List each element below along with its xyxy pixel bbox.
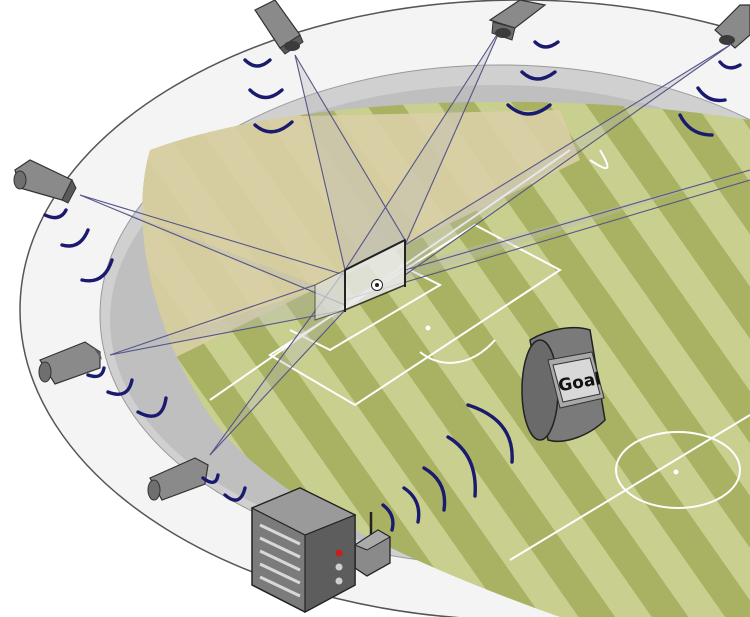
security-camera-icon	[488, 0, 547, 41]
beam-cone-3	[405, 45, 730, 270]
camera-left-lower	[147, 457, 209, 501]
camera-beams	[79, 29, 750, 456]
goal-frame	[314, 238, 406, 321]
camera-top-right	[714, 4, 750, 49]
security-camera-icon	[147, 457, 209, 501]
camera-top-left	[254, 0, 304, 55]
soccer-ball-icon	[371, 279, 383, 291]
security-camera-icon	[714, 4, 750, 49]
beam-cone-4	[345, 170, 750, 300]
camera-left-upper	[13, 159, 77, 204]
referee-watch: Goal	[521, 326, 606, 442]
camera-signal-waves	[43, 40, 742, 502]
security-camera-icon	[254, 0, 304, 55]
wristwatch-icon: Goal	[521, 326, 606, 442]
radio-transmitter-icon	[250, 487, 392, 614]
base-station	[250, 487, 392, 614]
camera-view-shadow	[142, 110, 580, 360]
beam-cone-1	[295, 55, 405, 270]
camera-left-middle	[38, 341, 102, 385]
security-camera-icon	[13, 159, 77, 204]
watch-signal-waves	[381, 403, 514, 532]
security-camera-icon	[38, 341, 102, 385]
camera-top-middle	[488, 0, 547, 41]
beam-cone-6	[110, 290, 345, 355]
